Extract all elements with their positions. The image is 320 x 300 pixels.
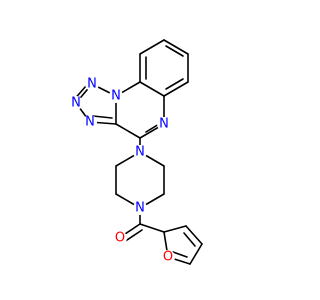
bond [189,243,203,265]
atom-symbol: N [71,96,81,111]
bond [165,78,184,90]
atom-symbol: O [163,250,173,265]
bond [165,45,184,57]
bond [163,225,187,233]
atom-symbol: N [135,145,145,160]
bond [163,39,189,55]
atom-n_tz2: N [69,96,83,111]
atom-o_carbonyl: O [113,231,127,246]
bond [92,115,113,119]
atom-labels: N N N N N N N O [69,77,175,265]
bond [172,251,188,258]
bond [123,229,143,243]
structure-drawing: N N N N N N N O [69,39,203,265]
bond [139,223,165,233]
bond [163,81,189,97]
atom-symbol: N [85,115,95,130]
atom-symbol: N [159,117,169,132]
bond [183,232,196,247]
molecule-canvas: N N N N N N N O [69,39,203,265]
bond [115,123,141,139]
atom-o_furan: O [161,250,175,265]
atom-n_tz3: N [83,115,97,130]
atom-symbol: N [111,89,121,104]
atom-n_pip_bottom: N [133,201,147,216]
atom-symbol: N [87,77,97,92]
bond [139,39,165,55]
atom-n_pip_top: N [133,145,147,160]
bond [185,225,203,245]
bond [139,81,165,97]
atom-symbol: N [135,201,145,216]
atom-symbol: O [115,231,125,246]
atom-n_tz1: N [85,77,99,92]
atom-n_ring1: N [109,89,123,104]
atom-n_pyrazine: N [157,117,171,132]
